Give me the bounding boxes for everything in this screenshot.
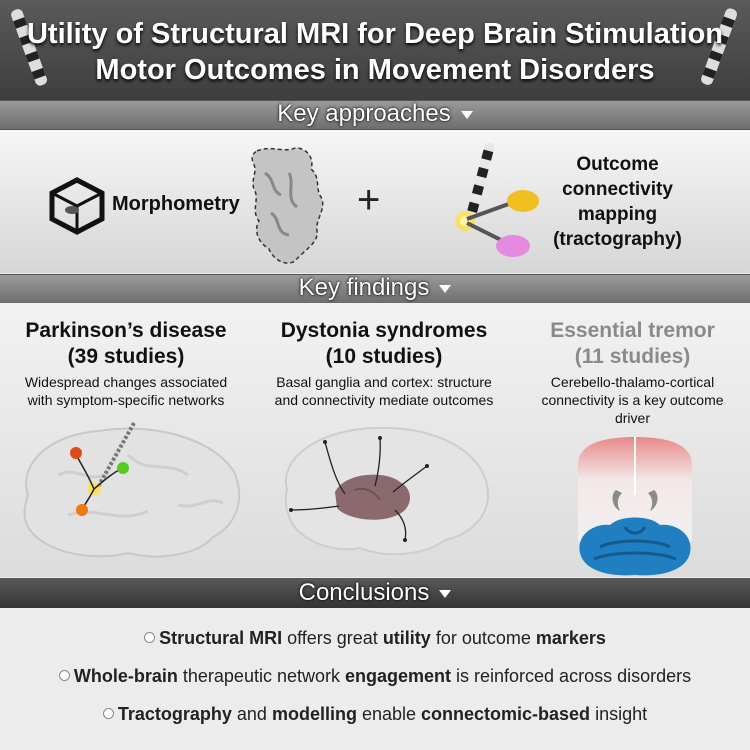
essential-tremor-title: Essential tremor (11 studies)	[550, 319, 715, 368]
conclusion-segment: enable	[356, 704, 422, 724]
title-bar	[0, 0, 750, 100]
mapping-label: Outcome connectivity mapping (tractograp…	[553, 154, 682, 250]
conclusion-item-1: Structural MRI offers great utility for …	[0, 628, 750, 649]
conclusion-segment: for outcome	[430, 628, 536, 648]
parkinsons-title: Parkinson’s disease (39 studies)	[25, 319, 227, 368]
dystonia-description: Basal ganglia and cortex: structure and …	[274, 374, 494, 408]
conclusion-segment: therapeutic network	[177, 666, 345, 686]
essential-tremor-description: Cerebello-thalamo-cortical connectivity …	[541, 374, 724, 426]
conclusion-segment: modelling	[271, 704, 357, 724]
parkinsons-brain-icon	[23, 422, 241, 558]
conclusions-panel	[0, 608, 750, 750]
conclusion-item-2: Whole-brain therapeutic network engageme…	[0, 666, 750, 687]
conclusion-segment: is reinforced across disorders	[451, 666, 692, 686]
conclusion-item-3: Tractography and modelling enable connec…	[0, 704, 750, 725]
key-approaches-heading: Key approaches	[0, 100, 750, 128]
bullet-icon	[102, 707, 114, 719]
conclusion-segment: Tractography	[117, 704, 232, 724]
conclusion-segment: connectomic-based	[421, 704, 591, 724]
bullet-icon	[144, 631, 156, 643]
brain-slice-outline-icon	[251, 147, 324, 264]
conclusion-segment: engagement	[344, 666, 452, 686]
parkinsons-description: Widespread changes associated with sympt…	[24, 374, 228, 408]
chevron-down-icon	[460, 110, 473, 119]
electrode-icon-right	[701, 8, 737, 85]
conclusion-segment: Structural MRI	[159, 628, 283, 648]
key-approaches-band	[0, 100, 750, 130]
cube-icon	[49, 177, 105, 235]
conclusion-segment: and	[231, 704, 272, 724]
chevron-down-icon	[439, 284, 452, 293]
electrode-icon-left	[11, 9, 47, 86]
morphometry-label: Morphometry	[112, 193, 240, 215]
approaches-panel	[0, 130, 750, 273]
conclusion-segment: offers great	[282, 628, 383, 648]
electrode-tractography-icon	[455, 143, 539, 257]
key-findings-heading: Key findings	[0, 274, 750, 302]
conclusions-band	[0, 578, 750, 608]
conclusion-segment: markers	[535, 628, 606, 648]
conclusion-segment: utility	[382, 628, 431, 648]
conclusion-segment: insight	[590, 704, 648, 724]
dystonia-brain-icon	[284, 426, 489, 556]
bullet-icon	[58, 669, 70, 681]
essential-tremor-brain-icon	[578, 437, 692, 576]
plus-sign: +	[357, 178, 381, 222]
conclusions-heading: Conclusions	[0, 579, 750, 607]
dystonia-title: Dystonia syndromes (10 studies)	[280, 319, 488, 368]
chevron-down-icon	[439, 589, 452, 598]
title-line-1: Utility of Structural MRI for Deep Brain…	[26, 18, 724, 50]
title-line-2: Motor Outcomes in Movement Disorders	[95, 54, 655, 86]
conclusion-segment: Whole-brain	[73, 666, 178, 686]
